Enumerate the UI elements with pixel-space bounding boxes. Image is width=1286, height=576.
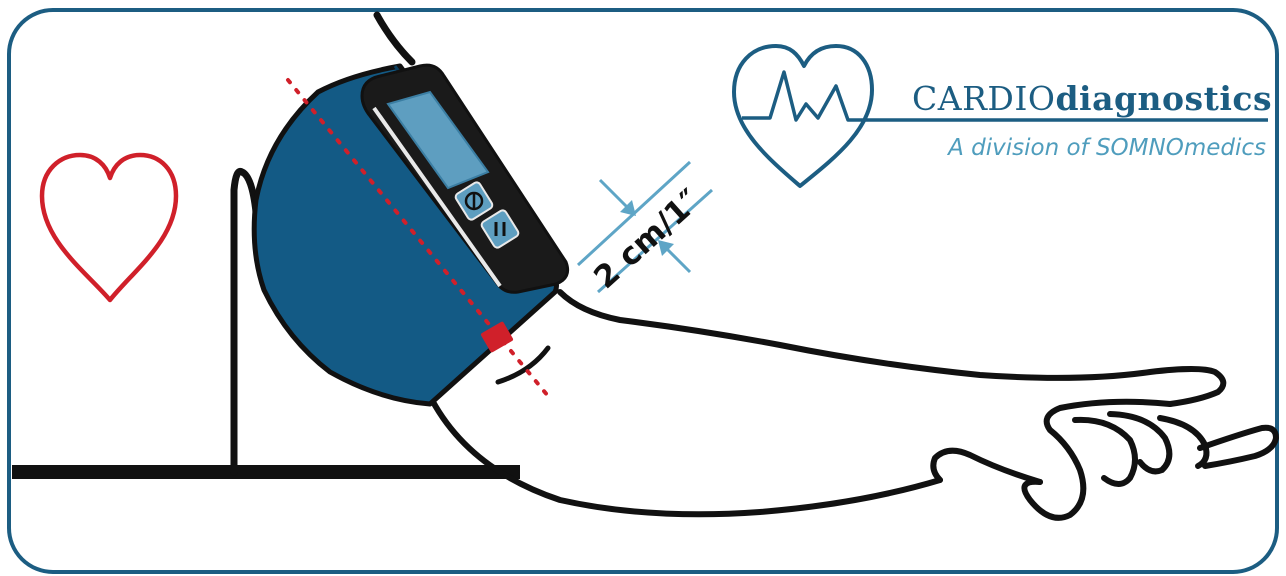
brand-name-diagnostics: diagnostics xyxy=(1055,79,1272,118)
brand-name-cardio: CARDIO xyxy=(912,79,1055,118)
brand-tagline: A division of SOMNOmedics xyxy=(946,135,1266,161)
brand-name: CARDIOdiagnostics xyxy=(912,79,1272,118)
